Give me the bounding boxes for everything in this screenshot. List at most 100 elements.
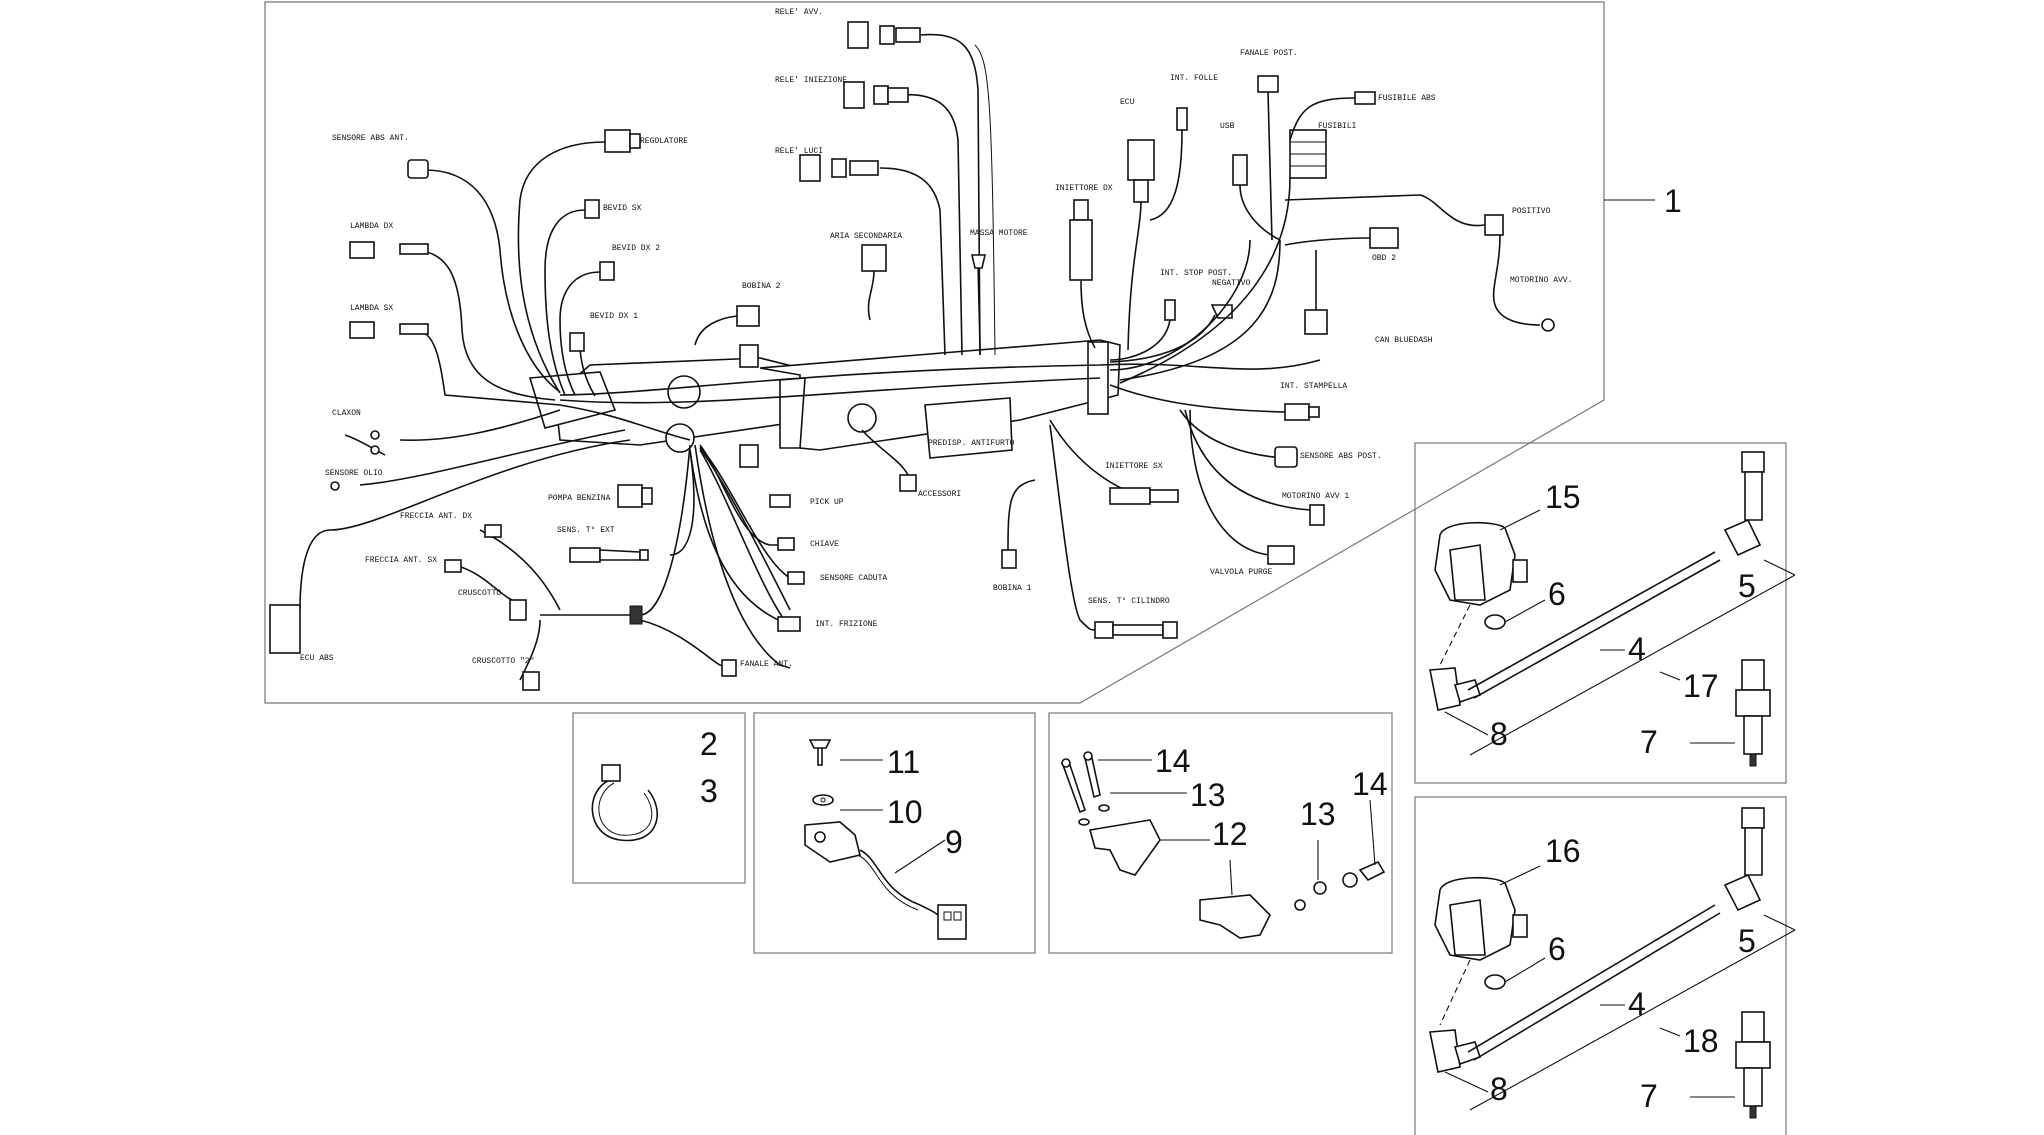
callout-4-bottom: 4 <box>1628 986 1646 1022</box>
cruscotto-connector <box>509 599 527 621</box>
callout-15: 15 <box>1545 479 1581 515</box>
nut-top <box>1484 614 1506 630</box>
bracket-frame <box>1048 712 1393 954</box>
callout-10: 10 <box>887 794 923 830</box>
harness-junction <box>629 605 643 625</box>
label-fanale-ant: FANALE ANT. <box>740 660 793 669</box>
callout-16: 16 <box>1545 833 1581 869</box>
lambda-dx-connector <box>349 241 429 259</box>
label-predisp-antifurto: PREDISP. ANTIFURTO <box>928 439 1015 448</box>
label-lambda-dx: LAMBDA DX <box>350 222 393 231</box>
sensor-frame <box>753 712 1036 954</box>
fanale-post-connector <box>1257 75 1279 241</box>
label-ecu: ECU <box>1120 98 1135 107</box>
valvola-purge-connector <box>1267 545 1295 565</box>
callout-14-left: 14 <box>1155 743 1191 779</box>
label-rele-luci: RELE' LUCI <box>775 147 823 156</box>
callout-8-top: 8 <box>1490 716 1508 752</box>
int-folle-connector <box>1149 107 1188 221</box>
callout-11: 11 <box>887 744 920 780</box>
label-bobina-1: BOBINA 1 <box>993 584 1032 593</box>
label-rele-avv: RELE' AVV. <box>775 8 823 17</box>
label-aria-secondaria: ARIA SECONDARIA <box>830 232 902 241</box>
int-stop-post-connector <box>1109 299 1176 361</box>
label-freccia-ant-dx: FRECCIA ANT. DX <box>400 512 472 521</box>
sensore-abs-ant-connector <box>407 159 429 179</box>
label-bevid-sx: BEVID SX <box>603 204 642 213</box>
hv-lead-bottom <box>1467 904 1721 1061</box>
callout-6-top: 6 <box>1548 576 1566 612</box>
ignition-frame-bottom <box>1414 796 1787 1135</box>
callout-7-bottom: 7 <box>1640 1078 1658 1114</box>
callout-6-bottom: 6 <box>1548 931 1566 967</box>
harness-frame <box>264 1 1605 704</box>
label-motorino-avv-1: MOTORINO AVV 1 <box>1282 492 1349 501</box>
clamp-frame <box>572 712 746 884</box>
ignition-coil-bottom <box>1434 876 1528 1026</box>
label-massa-motore: MASSA MOTORE <box>970 229 1028 238</box>
bevid-dx2-connector <box>599 261 615 281</box>
grommet-left <box>667 375 701 409</box>
obd2-connector <box>1284 227 1399 249</box>
label-bevid-dx2: BEVID DX 2 <box>612 244 660 253</box>
grommet-center <box>847 403 877 433</box>
label-ecu-abs: ECU ABS <box>300 654 334 663</box>
int-stampella-connector <box>1284 403 1320 421</box>
label-accessori: ACCESSORI <box>918 490 961 499</box>
callout-1: 1 <box>1664 183 1682 219</box>
label-sensore-abs-post: SENSORE ABS POST. <box>1300 452 1382 461</box>
tag-left <box>528 371 617 429</box>
label-bobina-2: BOBINA 2 <box>742 282 781 291</box>
callout-13-left: 13 <box>1190 777 1226 813</box>
label-obd2: OBD 2 <box>1372 254 1396 263</box>
label-sensore-olio: SENSORE OLIO <box>325 469 383 478</box>
label-pick-up: PICK UP <box>810 498 844 507</box>
ignition-coil-top <box>1434 521 1528 666</box>
sensor-assembly <box>804 739 967 940</box>
label-fanale-post: FANALE POST. <box>1240 49 1298 58</box>
plug-cap-bottom <box>1429 1029 1482 1073</box>
callout-5-bottom: 5 <box>1738 923 1756 959</box>
callout-3: 3 <box>700 773 718 809</box>
callout-8-bottom: 8 <box>1490 1071 1508 1107</box>
label-motorino-avv: MOTORINO AVV. <box>1510 276 1572 285</box>
usb-connector <box>1232 154 1281 241</box>
label-int-frizione: INT. FRIZIONE <box>815 620 878 629</box>
freccia-ant-sx-connector <box>444 559 462 573</box>
fusibili-box <box>1289 129 1327 179</box>
plug-cap-top <box>1429 667 1482 711</box>
aria-secondaria-connector <box>861 244 887 321</box>
lambda-sx-connector <box>349 321 429 339</box>
sensore-abs-post-connector <box>1274 446 1298 468</box>
callout-12: 12 <box>1212 816 1248 852</box>
label-int-stampella: INT. STAMPELLA <box>1280 382 1347 391</box>
label-int-folle: INT. FOLLE <box>1170 74 1218 83</box>
callout-9: 9 <box>945 824 963 860</box>
label-cruscotto: CRUSCOTTO <box>458 589 501 598</box>
label-sensore-caduta: SENSORE CADUTA <box>820 574 887 583</box>
hv-lead-top <box>1467 551 1721 699</box>
callout-18: 18 <box>1683 1023 1719 1059</box>
massa-motore-terminal <box>970 254 987 356</box>
label-pompa-benzina: POMPA BENZINA <box>548 494 611 503</box>
frame-slot <box>779 377 806 449</box>
motorino-avv-cable <box>1492 234 1555 332</box>
freccia-ant-dx-connector <box>484 524 502 538</box>
int-frizione-connector <box>777 616 801 632</box>
label-freccia-ant-sx: FRECCIA ANT. SX <box>365 556 437 565</box>
antitheft-plate <box>924 397 1013 459</box>
fanale-ant-connector <box>721 659 737 677</box>
bevid-dx1-connector <box>569 332 585 352</box>
callout-13-right: 13 <box>1300 796 1336 832</box>
label-rele-iniezione: RELE' INIEZIONE <box>775 76 847 85</box>
relay-avv <box>847 21 921 49</box>
regolatore-connector <box>604 129 641 153</box>
chiave-connector <box>777 537 795 551</box>
label-iniettore-sx: INIETTORE SX <box>1105 462 1163 471</box>
callout-5-top: 5 <box>1738 568 1756 604</box>
label-regolatore: REGOLATORE <box>640 137 688 146</box>
label-negativo: NEGATIVO <box>1212 279 1251 288</box>
label-claxon: CLAXON <box>332 409 361 418</box>
callout-14-right: 14 <box>1352 766 1388 802</box>
